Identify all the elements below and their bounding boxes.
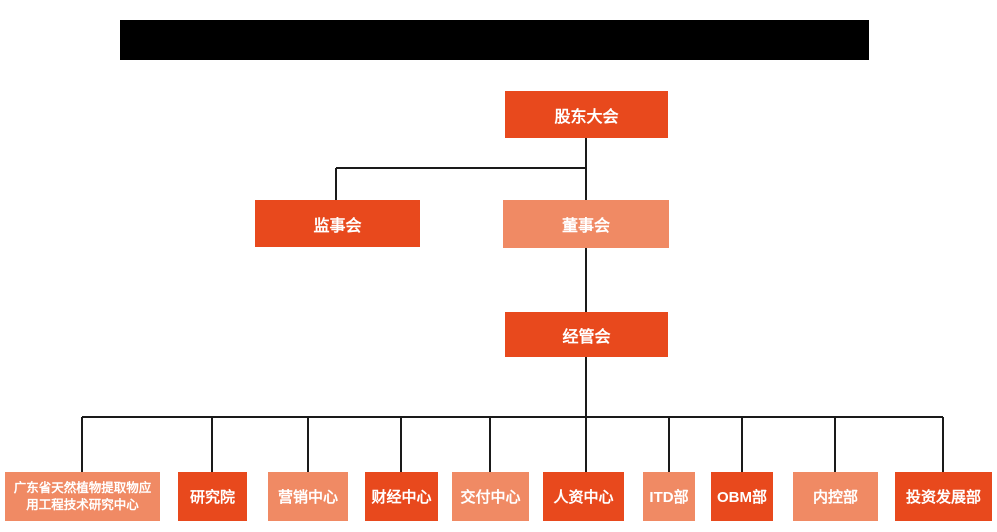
node-dept-marketing-center: 营销中心 <box>268 472 348 521</box>
node-dept-research-institute: 研究院 <box>178 472 247 521</box>
node-label: ITD部 <box>649 489 689 506</box>
node-label: 董事会 <box>561 218 610 235</box>
node-label: 交付中心 <box>460 489 521 506</box>
node-dept-research-center: 广东省天然植物提取物应用工程技术研究中心 <box>5 472 160 521</box>
node-board-of-directors: 董事会 <box>503 200 669 248</box>
node-label: 财经中心 <box>371 489 432 506</box>
node-label: 人资中心 <box>553 489 614 506</box>
node-dept-finance-center: 财经中心 <box>365 472 438 521</box>
node-management-committee: 经管会 <box>505 312 668 357</box>
node-dept-delivery-center: 交付中心 <box>452 472 529 521</box>
node-dept-internal-control: 内控部 <box>793 472 878 521</box>
node-label: 营销中心 <box>277 489 338 506</box>
redacted-title-bar <box>120 20 869 60</box>
node-label: 内控部 <box>812 489 858 506</box>
node-dept-investment-development: 投资发展部 <box>895 472 992 521</box>
node-label: 研究院 <box>189 489 235 506</box>
node-label: OBM部 <box>717 489 767 506</box>
node-label: 经管会 <box>562 328 611 346</box>
node-dept-obm: OBM部 <box>711 472 773 521</box>
node-label: 股东大会 <box>554 108 619 126</box>
node-shareholders-meeting: 股东大会 <box>505 91 668 138</box>
node-dept-itd: ITD部 <box>643 472 695 521</box>
node-label: 监事会 <box>313 217 362 235</box>
node-supervisory-board: 监事会 <box>255 200 420 247</box>
node-label: 广东省天然植物提取物应用工程技术研究中心 <box>13 481 152 512</box>
node-label: 投资发展部 <box>905 489 981 506</box>
node-dept-hr-center: 人资中心 <box>543 472 624 521</box>
